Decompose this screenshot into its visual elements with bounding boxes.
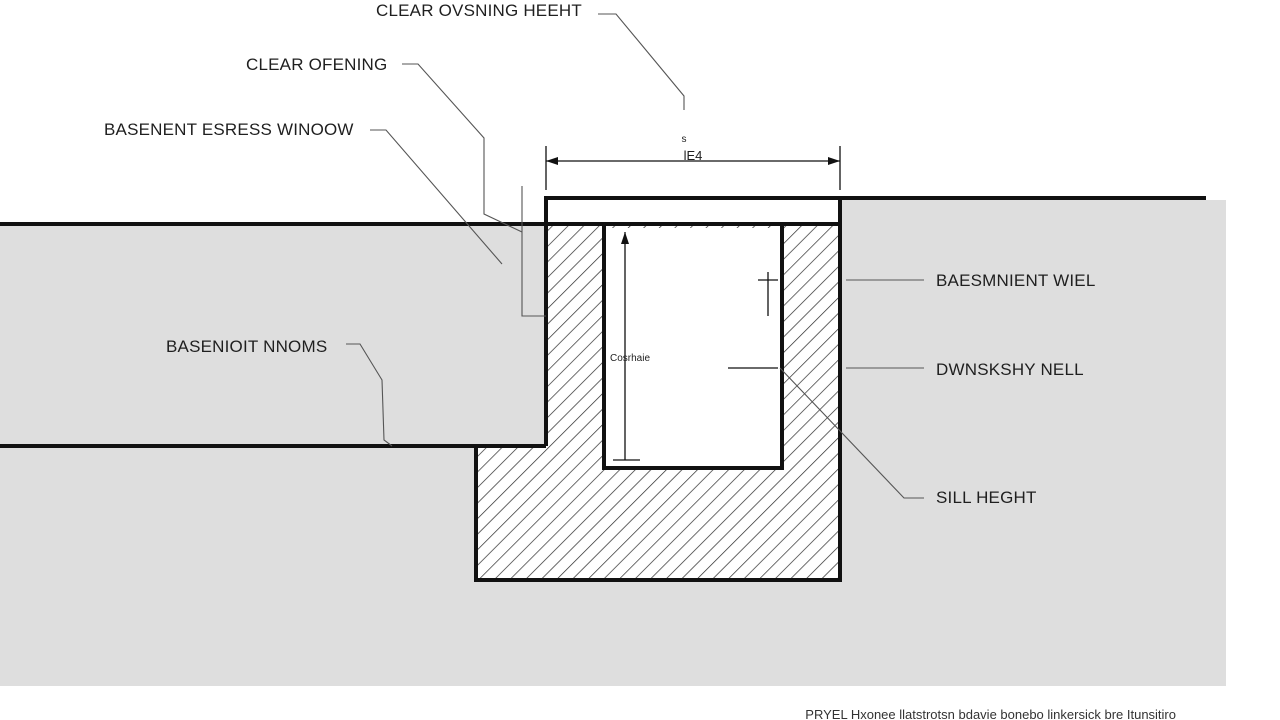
leader-basement-rooms xyxy=(346,343,393,447)
left-ground xyxy=(0,224,546,686)
label-window-well: DWNSKSHY NELL xyxy=(936,360,1084,379)
dimension-mark-top: s xyxy=(682,134,687,145)
label-sill-height: SILL HEGHT xyxy=(936,488,1037,507)
bottom-ground xyxy=(546,582,840,686)
label-clear-opening: CLEAR OFENING xyxy=(246,55,387,74)
leader-egress-window-2 xyxy=(521,186,546,317)
footer-caption: PRYEL Hxonee llatstrotsn bdavie bonebo l… xyxy=(805,707,1176,720)
right-ground xyxy=(840,200,1226,686)
top-dimension: s lE4 xyxy=(545,134,841,190)
leader-clear-opening xyxy=(402,63,523,233)
label-basement-wall: BAESMNIENT WIEL xyxy=(936,271,1096,290)
label-clear-opening-height: CLEAR OVSNING HEEHT xyxy=(376,1,582,20)
inner-small-label: Cosrhaie xyxy=(610,353,650,364)
leader-sill-height xyxy=(779,367,924,499)
structure-outlines xyxy=(0,196,1206,582)
ground-region xyxy=(0,200,1226,686)
window-header xyxy=(544,196,842,226)
well-outer-outline xyxy=(474,198,842,582)
label-basement-rooms: BASENIOIT NNOMS xyxy=(166,337,327,356)
window-well-hatch xyxy=(476,224,840,582)
leader-egress-window xyxy=(370,129,503,265)
labels: CLEAR OVSNING HEEHT CLEAR OFENING BASENE… xyxy=(104,1,1096,507)
leader-lines xyxy=(346,13,924,499)
window-inner-outline xyxy=(602,226,784,470)
window-opening xyxy=(604,228,782,470)
leader-clear-opening-height xyxy=(598,13,685,110)
inner-height-dimension: Cosrhaie xyxy=(610,232,778,461)
label-basement-egress-window: BASENENT ESRESS WINOOW xyxy=(104,120,354,139)
dimension-mark-label: lE4 xyxy=(684,148,703,163)
